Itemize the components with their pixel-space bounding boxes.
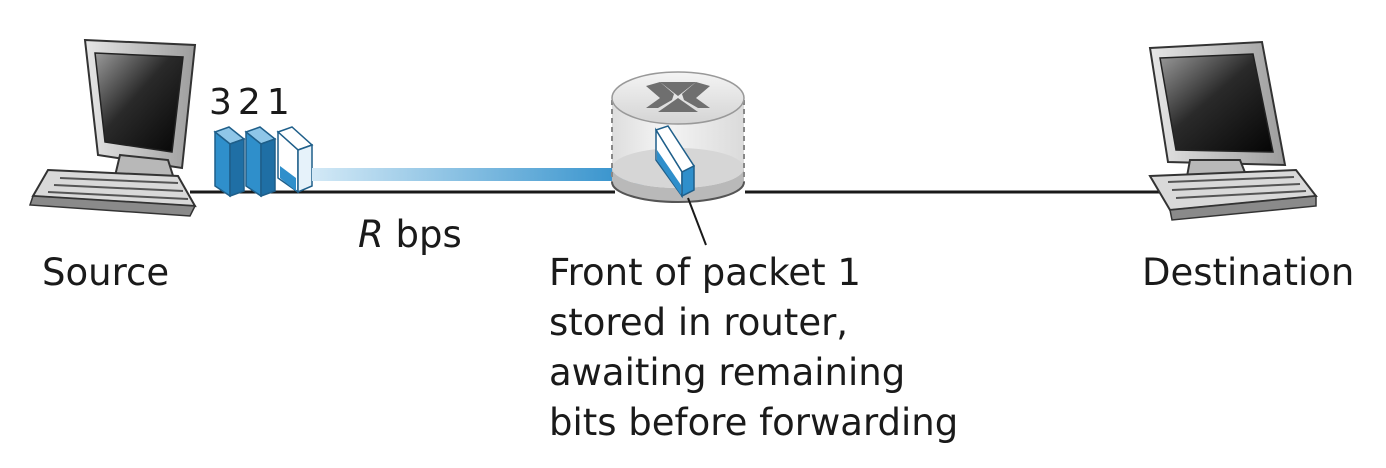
rate-unit: bps — [395, 213, 462, 256]
packet-1-partial — [276, 126, 314, 194]
caption-line-3: awaiting remaining — [549, 351, 906, 394]
link-rate-label: R bps — [358, 213, 462, 256]
source-label: Source — [42, 251, 170, 294]
router-caption: Front of packet 1 stored in router, awai… — [549, 251, 958, 451]
rate-symbol: R — [358, 213, 384, 256]
packet-3 — [213, 126, 246, 198]
caption-pointer — [687, 197, 707, 246]
source-computer-icon — [28, 38, 197, 217]
packet-number-2: 2 — [237, 82, 261, 123]
packet-number-3: 3 — [209, 82, 232, 123]
packet-2 — [244, 126, 277, 198]
destination-computer-icon — [1148, 40, 1318, 221]
caption-line-2: stored in router, — [549, 301, 849, 344]
packet-number-1: 1 — [266, 82, 290, 123]
destination-label: Destination — [1142, 251, 1355, 294]
caption-line-1: Front of packet 1 — [549, 251, 861, 294]
caption-line-4: bits before forwarding — [549, 401, 959, 444]
packet-1-front-in-router — [654, 125, 696, 199]
